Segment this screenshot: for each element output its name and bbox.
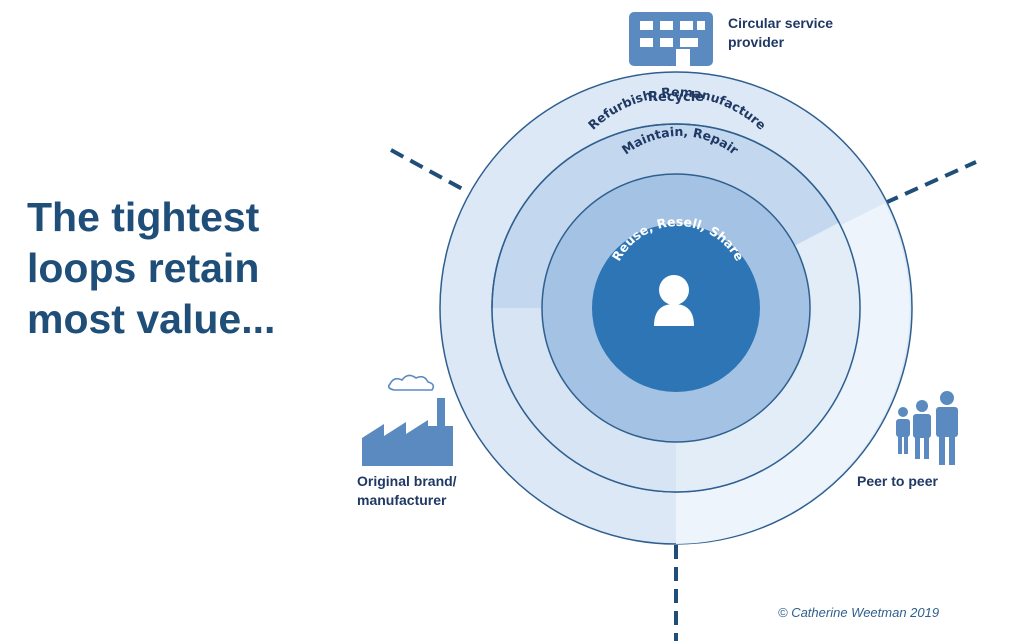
ring-label-recycle: Recycle: [648, 90, 704, 105]
person-icon: [654, 275, 694, 326]
original-brand-label: Original brand/ manufacturer: [357, 472, 457, 510]
peer-label-line-1: Peer to peer: [857, 473, 938, 489]
divider-top-left: [390, 148, 469, 194]
dashed-dividers: [390, 148, 977, 641]
circular-label-line-1: Circular service: [728, 15, 834, 31]
circular-service-provider-label: Circular service provider: [728, 14, 833, 52]
factory-icon: [362, 374, 453, 466]
divider-top-right: [884, 160, 977, 205]
copyright-notice: © Catherine Weetman 2019: [778, 605, 940, 620]
building-icon: [629, 12, 713, 66]
headline: The tightest loops retain most value...: [27, 192, 275, 345]
original-label-line-2: manufacturer: [357, 492, 447, 508]
headline-line-3: most value...: [27, 296, 276, 342]
people-group-icon: [896, 391, 958, 465]
peer-to-peer-label: Peer to peer: [857, 472, 938, 491]
headline-line-2: loops retain: [27, 245, 260, 291]
headline-line-1: The tightest: [27, 194, 260, 240]
ring-refurbish-outline: [491, 123, 861, 493]
rings: [439, 71, 913, 545]
circular-label-line-2: provider: [728, 34, 785, 50]
original-label-line-1: Original brand/: [357, 473, 457, 489]
